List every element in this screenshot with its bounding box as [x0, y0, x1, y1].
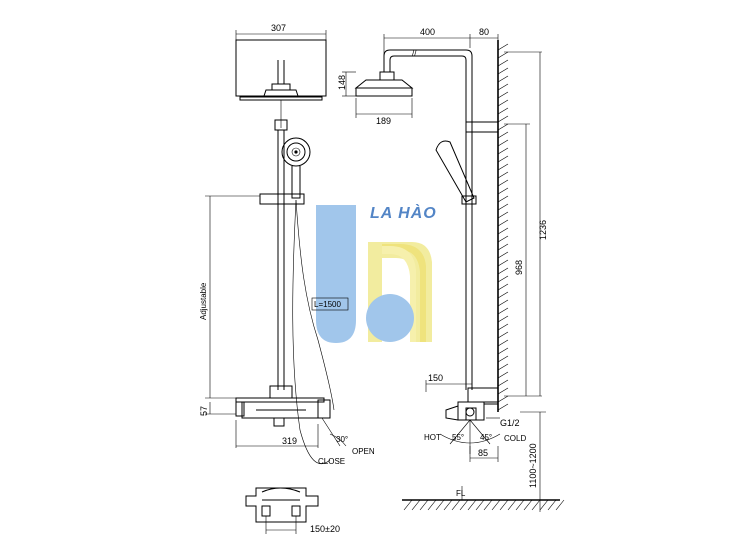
wall-hatch: (function(){ var g = document.currentScr…	[497, 43, 509, 411]
mixer-body-side	[445, 387, 499, 421]
shower-arm	[383, 49, 473, 390]
hose-curve	[295, 199, 335, 411]
floor-hatch: (function(){ var g = document.currentScr…	[403, 499, 565, 511]
front-view: 307 L=1500 A	[199, 23, 375, 466]
dim-arm-length: 400	[420, 27, 435, 37]
dim-body-width: 319	[282, 436, 297, 446]
dim-outlet: 57	[199, 406, 209, 416]
dim-head-width: 307	[271, 23, 286, 33]
side-view: 400 80 // 148 189 (function(){ va	[337, 27, 565, 512]
label-adjustable: Adjustable	[199, 282, 208, 320]
label-hot: HOT	[424, 433, 441, 442]
label-cold: COLD	[504, 434, 526, 443]
label-angle: 30°	[336, 435, 348, 444]
watermark-brand-text: LA HÀO	[370, 203, 437, 222]
wall-bracket-top	[465, 121, 499, 133]
label-open: OPEN	[352, 447, 375, 456]
dim-bar-height: 968	[514, 260, 524, 275]
shower-head-front	[235, 39, 327, 97]
dim-total-height: 1236	[538, 220, 548, 240]
dim-spacing: 150±20	[310, 524, 340, 534]
mixer-body-front	[235, 385, 331, 427]
label-floor: FL	[456, 489, 466, 498]
dim-angle-right: 45°	[480, 433, 492, 442]
bottom-view: 150±20	[245, 487, 340, 534]
watermark-blue-bar	[316, 205, 356, 343]
dim-head-depth: 189	[376, 116, 391, 126]
hand-shower-front	[281, 137, 311, 199]
shower-head-side	[354, 71, 414, 97]
dim-depth: 85	[478, 448, 488, 458]
watermark-blue-circle	[366, 294, 414, 342]
dim-wall-offset: 80	[479, 27, 489, 37]
brand-watermark: LA HÀO	[316, 203, 437, 343]
label-close: CLOSE	[318, 457, 345, 466]
svg-text://: //	[412, 49, 417, 58]
hand-shower-side	[435, 140, 475, 203]
dim-angle-left: 55°	[452, 433, 464, 442]
dim-height-range: 1100~1200	[528, 443, 538, 488]
hose-length-label: L=1500	[314, 300, 341, 309]
dim-mixer-depth: 150	[428, 373, 443, 383]
dim-head-height: 148	[337, 75, 347, 90]
slider-front	[259, 193, 305, 205]
dim-thread: G1/2	[500, 418, 520, 428]
